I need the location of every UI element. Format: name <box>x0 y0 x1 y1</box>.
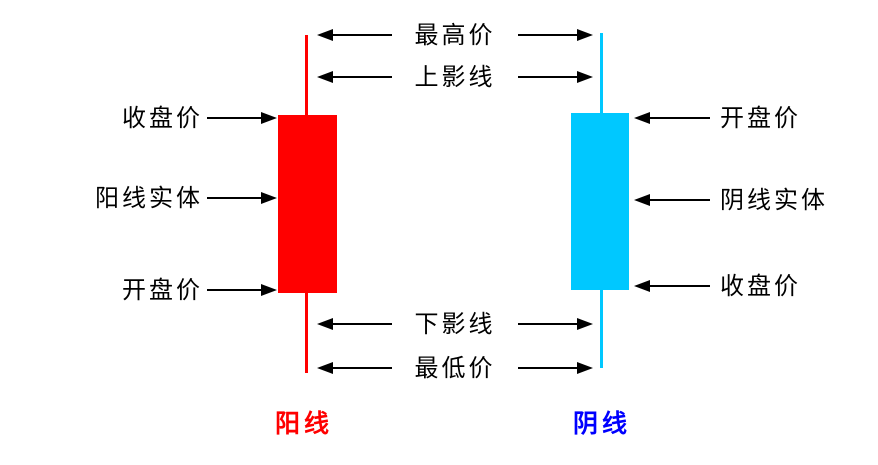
bearish-close-price-arrow-icon <box>634 280 710 292</box>
bullish-body-arrow-icon <box>207 192 277 204</box>
bearish-candle-title: 阴线 <box>572 409 631 438</box>
bearish-close-price-label: 收盘价 <box>720 272 801 300</box>
bearish-open-price-arrow-icon <box>634 112 710 124</box>
bearish-open-price-label: 开盘价 <box>720 104 801 132</box>
bullish-candle-body <box>278 115 337 293</box>
upper-shadow-arrow-right-icon <box>518 71 593 83</box>
lower-shadow-label: 下影线 <box>414 310 496 338</box>
bullish-body-label: 阳线实体 <box>95 184 203 212</box>
upper-shadow-label: 上影线 <box>414 63 496 91</box>
bullish-open-price-label: 开盘价 <box>122 276 203 304</box>
bullish-open-price-arrow-icon <box>207 284 277 296</box>
lowest-price-label: 最低价 <box>414 354 496 382</box>
bearish-body-arrow-icon <box>634 194 710 206</box>
bullish-close-price-arrow-icon <box>207 112 277 124</box>
lowest-price-arrow-right-icon <box>518 362 593 374</box>
bullish-close-price-label: 收盘价 <box>122 104 203 132</box>
upper-shadow-arrow-left-icon <box>317 71 392 83</box>
highest-price-arrow-right-icon <box>518 29 593 41</box>
bearish-body-label: 阴线实体 <box>720 186 828 214</box>
lower-shadow-arrow-left-icon <box>317 318 392 330</box>
bearish-candle-body <box>571 113 629 290</box>
lowest-price-arrow-left-icon <box>317 362 392 374</box>
highest-price-arrow-left-icon <box>317 29 392 41</box>
bullish-candle-title: 阳线 <box>274 409 333 438</box>
highest-price-label: 最高价 <box>414 21 496 49</box>
lower-shadow-arrow-right-icon <box>518 318 593 330</box>
